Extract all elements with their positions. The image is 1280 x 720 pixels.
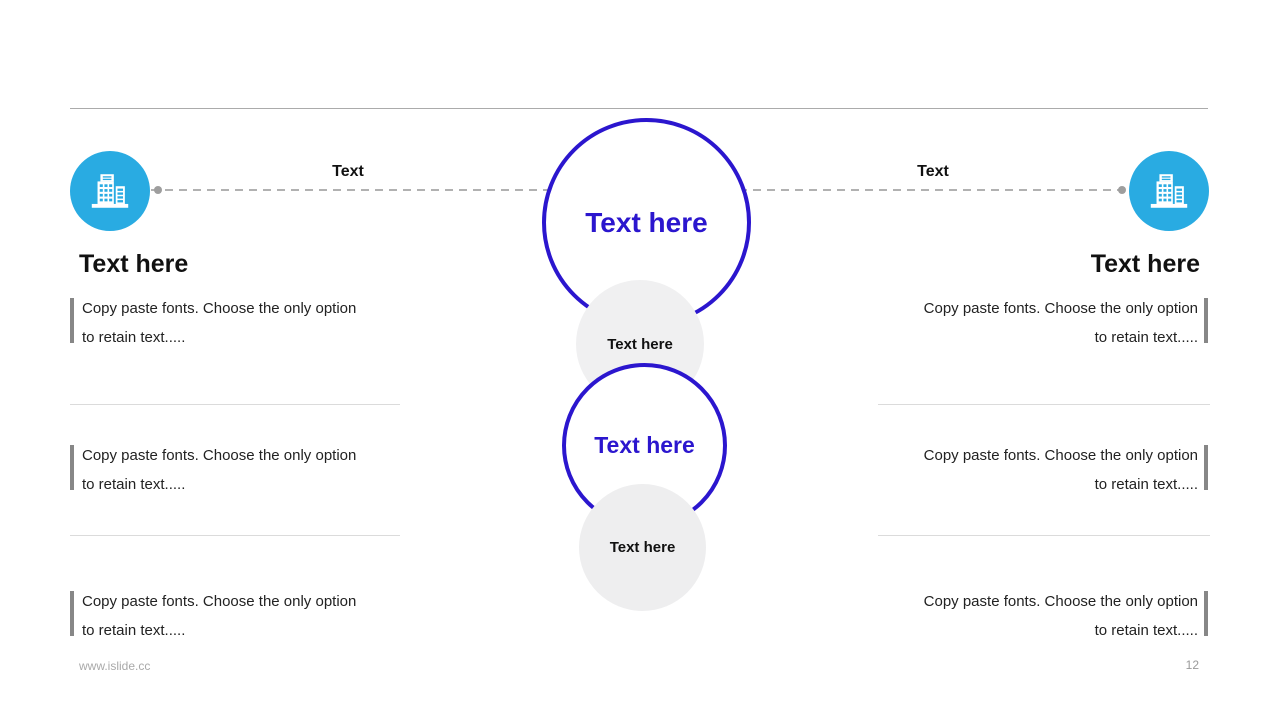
left-item-2-text: Copy paste fonts. Choose the only option… bbox=[82, 447, 357, 493]
center-circle-large-label: Text here bbox=[585, 206, 708, 238]
page-number: 12 bbox=[1185, 658, 1199, 672]
top-divider-line bbox=[70, 108, 1208, 109]
right-divider-1 bbox=[878, 404, 1210, 405]
gray-circle-1-label: Text here bbox=[607, 335, 673, 353]
left-divider-1 bbox=[70, 404, 400, 405]
right-divider-2 bbox=[878, 535, 1210, 536]
building-icon bbox=[87, 168, 133, 214]
connector-label-left: Text bbox=[332, 163, 364, 180]
left-item-3-accent-bar bbox=[70, 591, 74, 636]
left-item-3-text: Copy paste fonts. Choose the only option… bbox=[82, 593, 357, 639]
right-item-1-accent-bar bbox=[1204, 298, 1208, 343]
right-item-2-text: Copy paste fonts. Choose the only option… bbox=[923, 447, 1198, 493]
connector-dot-right bbox=[1118, 186, 1126, 194]
left-divider-2 bbox=[70, 535, 400, 536]
right-item-3-text: Copy paste fonts. Choose the only option… bbox=[923, 593, 1198, 639]
center-circle-medium: Text here bbox=[562, 363, 727, 528]
gray-circle-2-label: Text here bbox=[609, 539, 676, 556]
right-item-3-accent-bar bbox=[1204, 591, 1208, 636]
right-item-1-text: Copy paste fonts. Choose the only option… bbox=[923, 300, 1198, 346]
left-building-badge bbox=[70, 151, 150, 231]
right-panel-heading: Text here bbox=[1090, 250, 1200, 278]
gray-circle-2: Text here bbox=[579, 484, 706, 611]
right-building-badge bbox=[1129, 151, 1209, 231]
connector-label-right: Text bbox=[917, 163, 949, 180]
left-item-2-accent-bar bbox=[70, 445, 74, 490]
left-item-1-text: Copy paste fonts. Choose the only option… bbox=[82, 300, 357, 346]
footer-website: www.islide.cc bbox=[79, 659, 151, 673]
right-item-2-accent-bar bbox=[1204, 445, 1208, 490]
center-circle-medium-label: Text here bbox=[594, 432, 695, 458]
connector-dot-left bbox=[154, 186, 162, 194]
building-icon bbox=[1146, 168, 1192, 214]
left-panel-heading: Text here bbox=[79, 250, 189, 278]
left-item-1-accent-bar bbox=[70, 298, 74, 343]
